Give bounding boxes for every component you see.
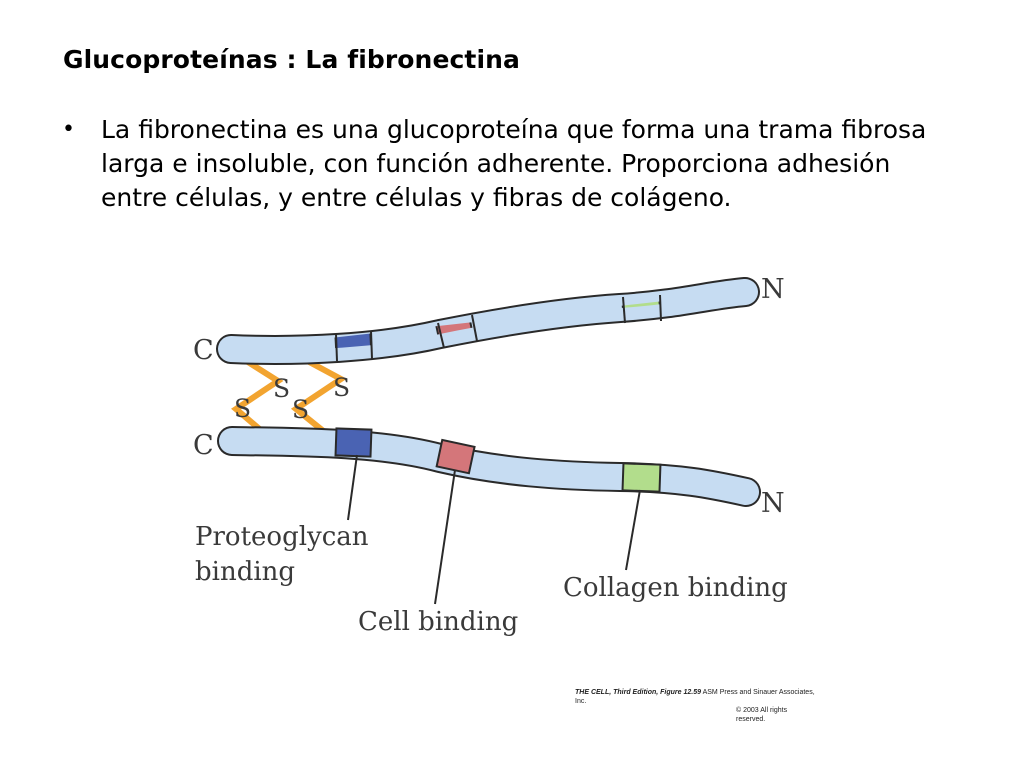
collagen-domain-bottom (621, 462, 662, 493)
slide-title: Glucoproteínas : La fibronectina (63, 45, 521, 74)
cell-binding-domain-bottom (435, 438, 476, 475)
bullet-text: La fibronectina es una glucoproteína que… (101, 115, 927, 212)
chain-top-body (218, 279, 758, 363)
sulfur-label: S (333, 373, 350, 402)
n-terminus-top: N (761, 274, 785, 305)
sulfur-label: S (273, 374, 290, 403)
leader-lines (347, 454, 641, 605)
chain-bottom (217, 426, 761, 507)
chain-bottom-body (219, 428, 759, 505)
cell-binding-label: Cell binding (358, 607, 518, 637)
bullet-point: • La fibronectina es una glucoproteína q… (62, 113, 942, 234)
credit-publisher: ASM Press and Sinauer Associates, Inc. (575, 689, 815, 705)
bullet-marker: • (62, 117, 75, 142)
sulfur-label: S (292, 395, 309, 424)
disulfide-bond-left (231, 354, 284, 441)
leader-cell-binding (434, 469, 456, 605)
sulfur-label: S (234, 394, 251, 423)
proteoglycan-domain-top (333, 318, 374, 350)
proteoglycan-label-line1: Proteoglycan (195, 522, 369, 552)
proteoglycan-label-line2: binding (195, 557, 295, 587)
disulfide-bond-right (290, 354, 347, 441)
proteoglycan-domain-bottom (334, 427, 373, 458)
disulfide-bonds (231, 354, 347, 441)
chain-top (216, 277, 760, 365)
leader-proteoglycan (347, 454, 358, 521)
c-terminus-bottom: C (193, 430, 214, 461)
c-terminus-top: C (193, 335, 214, 366)
leader-collagen (625, 489, 641, 571)
credit-source: THE CELL, Third Edition, Figure 12.59 (575, 689, 702, 696)
figure-credit: THE CELL, Third Edition, Figure 12.59 AS… (575, 688, 815, 724)
credit-copyright: © 2003 All rights reserved. (736, 707, 788, 723)
collagen-binding-label: Collagen binding (563, 573, 788, 603)
n-terminus-bottom: N (761, 488, 785, 519)
